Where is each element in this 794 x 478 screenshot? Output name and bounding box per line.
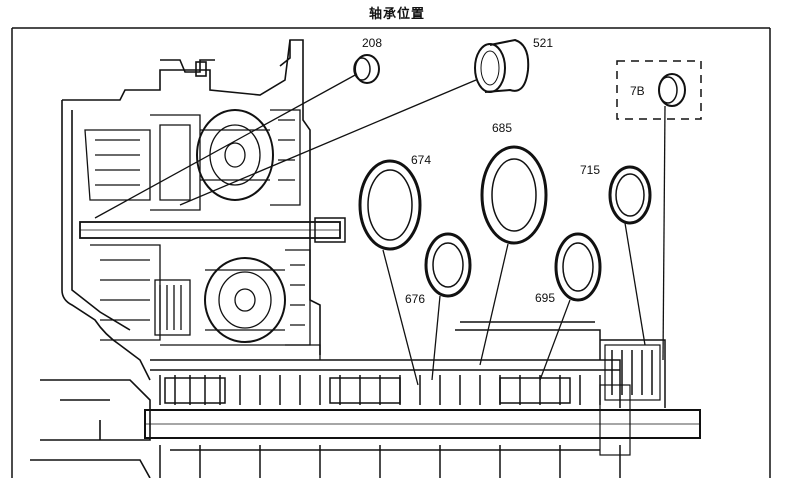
upper-internals <box>84 109 301 211</box>
bearing-521 <box>474 38 530 93</box>
label-695: 695 <box>535 291 555 305</box>
bearing-7b-group <box>616 60 702 120</box>
label-7b: 7B <box>630 84 645 98</box>
output-shaft-assembly <box>144 321 701 478</box>
label-208: 208 <box>362 36 382 50</box>
washer-676 <box>424 232 472 298</box>
label-674: 674 <box>411 153 431 167</box>
lower-internals <box>90 244 321 360</box>
frame <box>11 27 771 478</box>
washer-685 <box>480 145 548 245</box>
diagram-title: 轴承位置 <box>368 7 425 22</box>
transmission-housing <box>30 39 321 478</box>
leader-lines <box>94 73 666 386</box>
main-shaft <box>79 217 346 243</box>
label-676: 676 <box>405 292 425 306</box>
label-521: 521 <box>533 36 553 50</box>
bearing-208 <box>353 54 380 84</box>
label-685: 685 <box>492 121 512 135</box>
washer-715 <box>608 165 652 225</box>
washer-695 <box>554 232 602 302</box>
label-715: 715 <box>580 163 600 177</box>
washer-674 <box>358 159 422 251</box>
